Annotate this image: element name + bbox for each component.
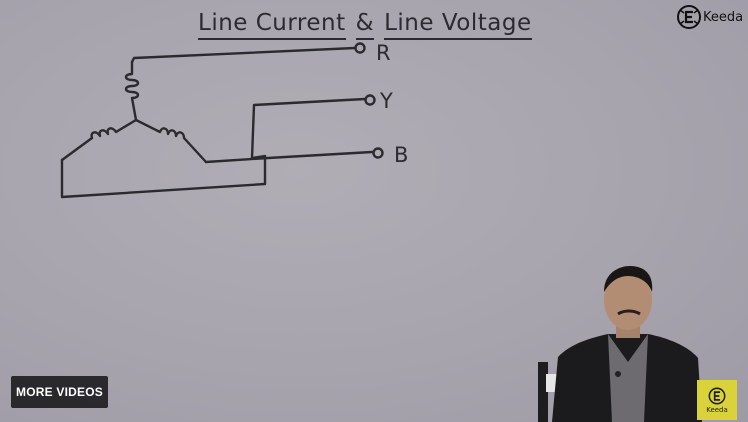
b-phase-coil xyxy=(134,118,208,164)
ekeeda-logo-icon xyxy=(677,5,701,29)
brand-name: Keeda xyxy=(703,9,744,25)
title-line-current: Line Current xyxy=(198,10,346,40)
r-terminal-circle xyxy=(354,42,366,54)
corner-brand-badge: Keeda xyxy=(697,380,737,420)
b-terminal-circle xyxy=(372,147,384,159)
terminal-label-r: R xyxy=(376,41,391,65)
r-phase-coil xyxy=(124,60,140,122)
brand-logo: Keeda xyxy=(676,4,743,30)
more-videos-button[interactable]: MORE VIDEOS xyxy=(11,376,108,408)
badge-brand-name: Keeda xyxy=(706,406,728,414)
title-line-voltage: Line Voltage xyxy=(384,10,532,40)
terminal-label-b: B xyxy=(394,143,409,167)
presenter-video xyxy=(538,266,702,422)
y-phase-line xyxy=(250,97,367,160)
terminal-label-y: Y xyxy=(380,89,393,113)
b-phase-line xyxy=(204,150,374,164)
board-title: Line Current&Line Voltage xyxy=(198,10,532,40)
r-phase-line xyxy=(130,46,357,64)
y-terminal-circle xyxy=(364,94,376,106)
y-phase-coil xyxy=(60,118,138,162)
ekeeda-badge-icon xyxy=(708,387,726,405)
y-phase-return-wire xyxy=(60,154,267,199)
title-ampersand: & xyxy=(355,10,375,40)
